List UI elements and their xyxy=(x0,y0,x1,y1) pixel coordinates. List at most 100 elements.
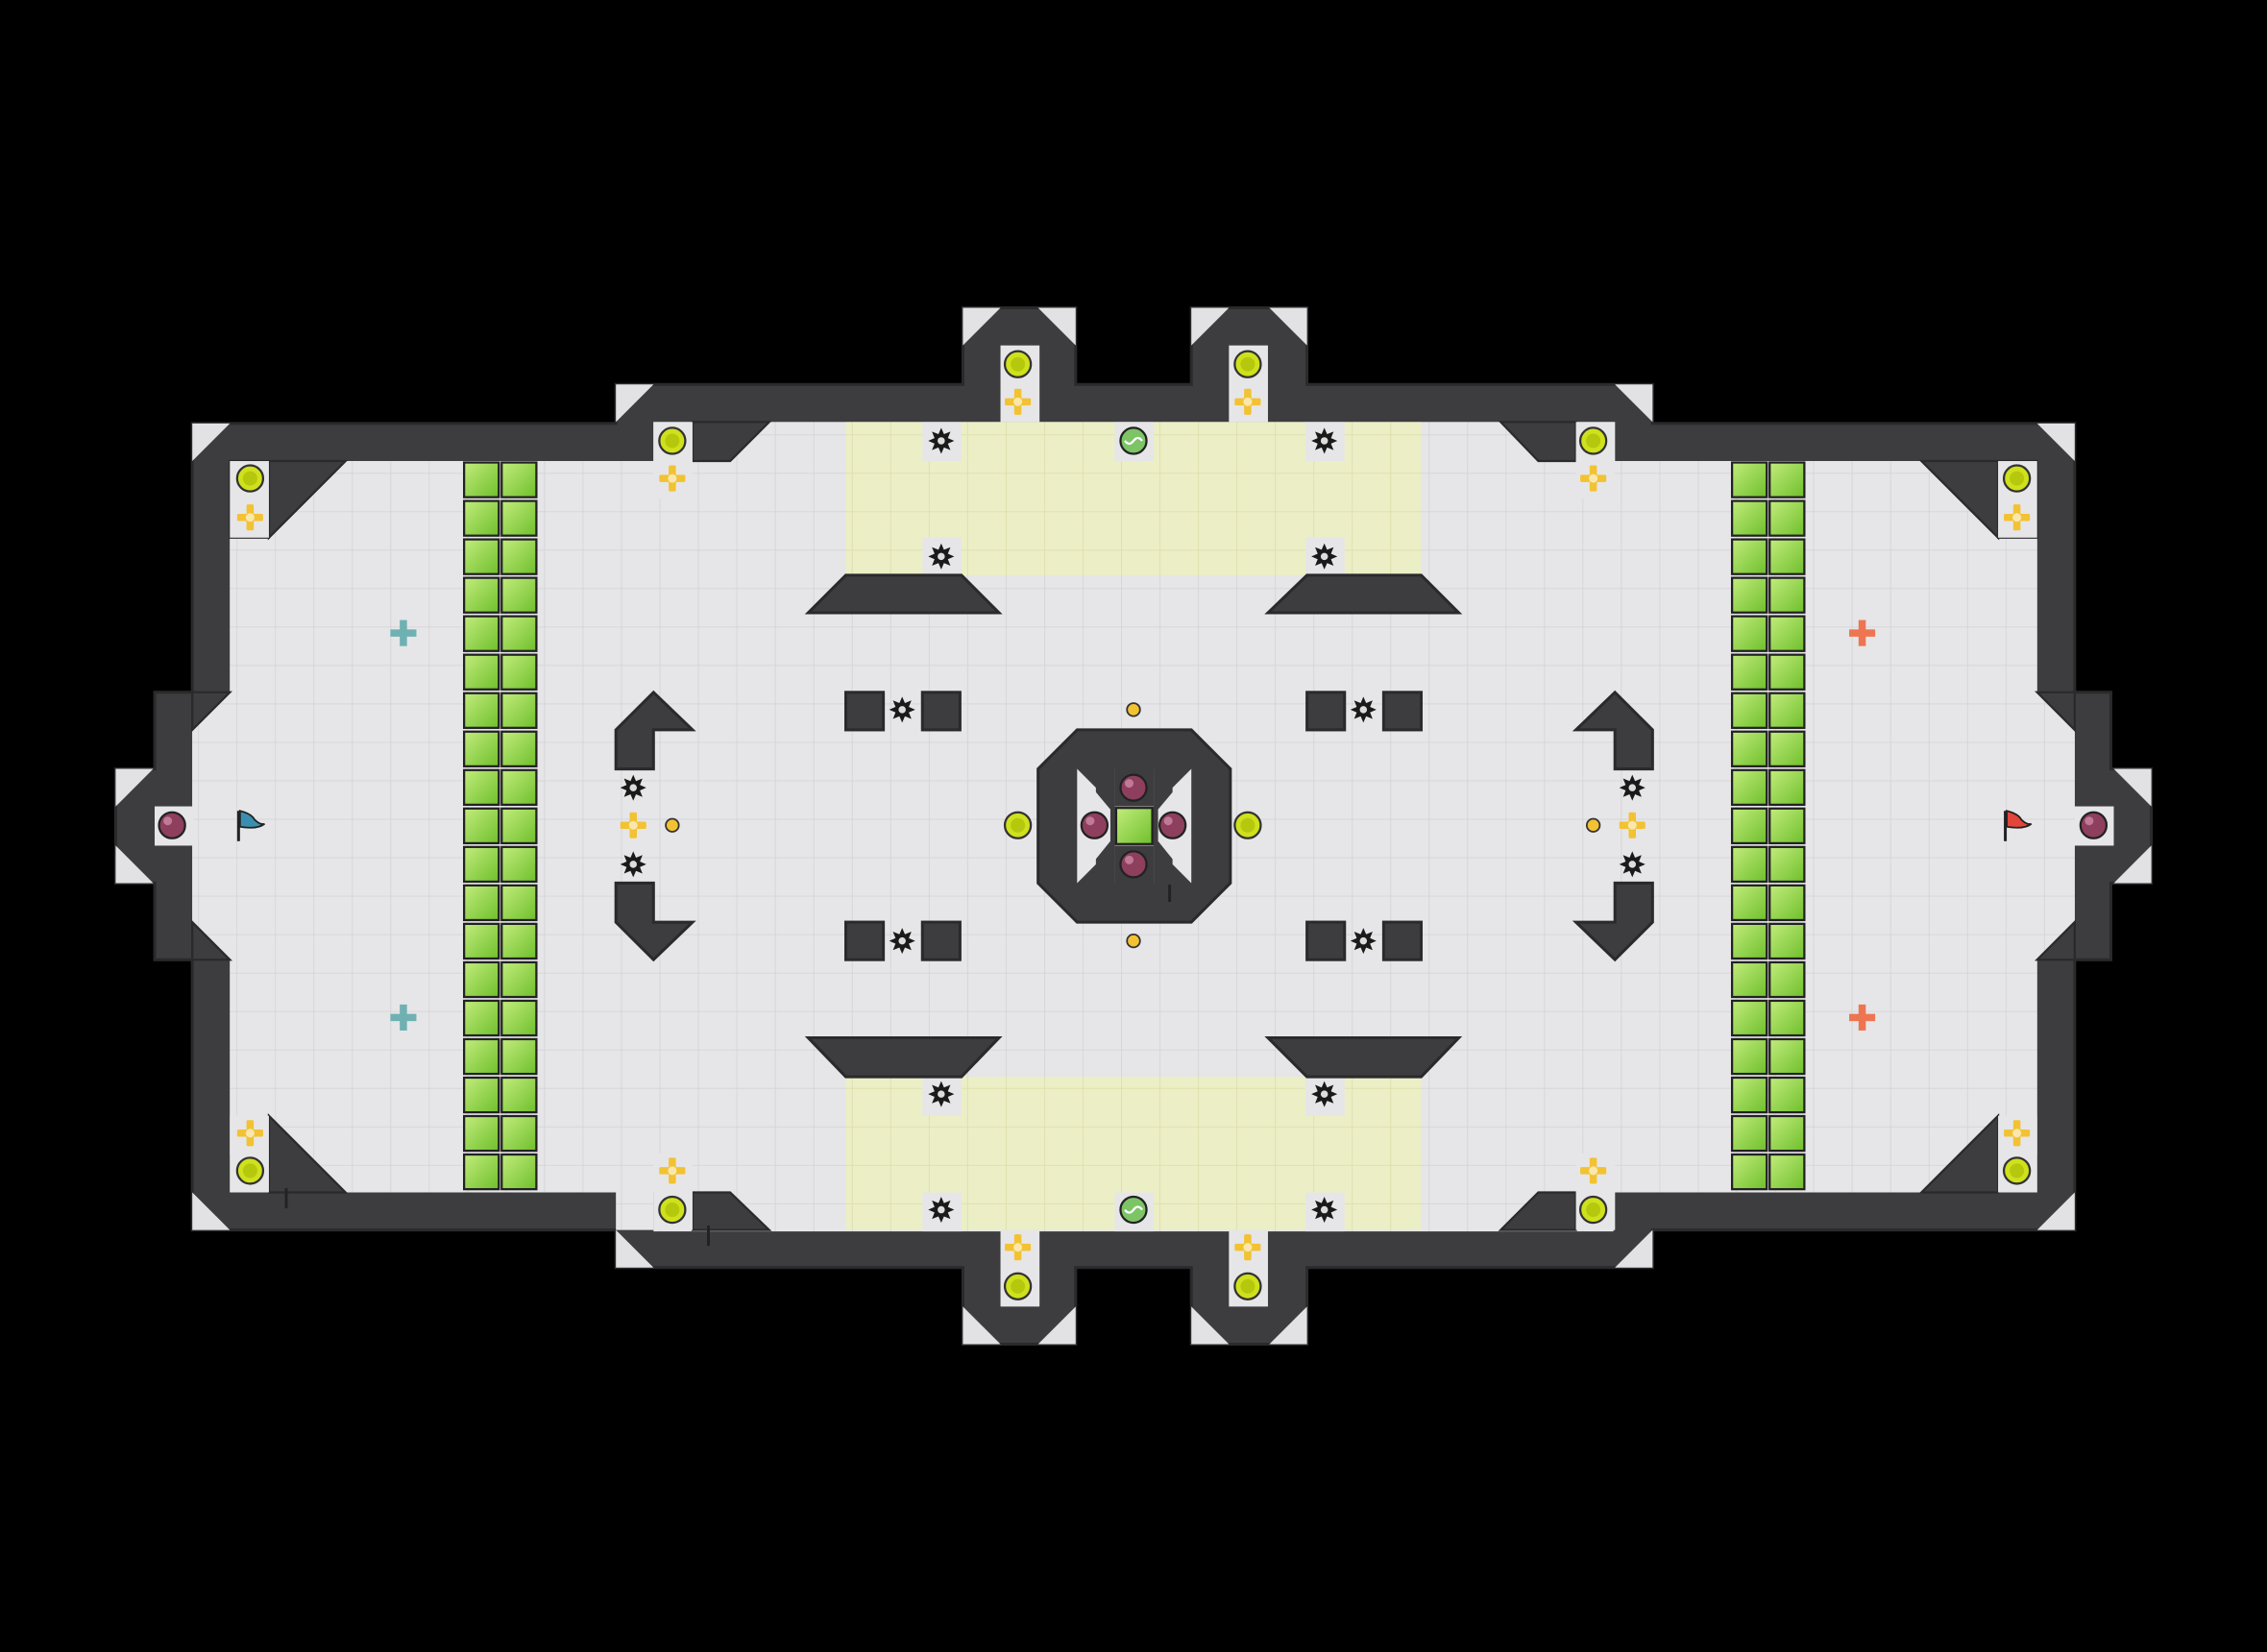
powerup-icon xyxy=(1005,388,1032,415)
boost-icon xyxy=(1233,1272,1262,1300)
bomb-icon xyxy=(1080,811,1109,839)
green-block xyxy=(500,922,538,960)
spike-icon xyxy=(928,1196,955,1224)
powerup-icon xyxy=(1005,1234,1032,1261)
green-block xyxy=(1730,884,1768,922)
spike-icon xyxy=(620,774,646,801)
green-block xyxy=(463,884,500,922)
green-block xyxy=(500,461,538,498)
green-block xyxy=(1730,1114,1768,1153)
center-green-block xyxy=(1114,807,1154,845)
powerup-icon xyxy=(1580,1157,1607,1184)
spike-icon xyxy=(928,427,955,454)
green-block xyxy=(463,922,500,960)
side-wall-notches xyxy=(191,691,2076,961)
spike-icon xyxy=(1311,543,1338,570)
green-block xyxy=(1730,845,1768,884)
green-block xyxy=(1768,461,1806,498)
green-block xyxy=(463,730,500,767)
spike-icon xyxy=(1350,696,1377,723)
gate-marker-icon xyxy=(1126,702,1141,717)
green-block xyxy=(1768,1153,1806,1191)
powerup-icon xyxy=(1580,465,1607,492)
spike-icon xyxy=(889,696,915,723)
green-block xyxy=(1730,653,1768,691)
green-block xyxy=(1768,922,1806,960)
green-block xyxy=(1768,615,1806,652)
green-block xyxy=(463,845,500,884)
powerup-icon xyxy=(1234,388,1261,415)
green-block xyxy=(1730,615,1768,652)
bomb-icon xyxy=(1119,773,1148,802)
green-block xyxy=(463,960,500,999)
spike-icon xyxy=(1311,427,1338,454)
green-block xyxy=(500,538,538,575)
green-block xyxy=(500,730,538,767)
green-block xyxy=(1730,922,1768,960)
flag-icon[interactable] xyxy=(2004,810,2033,841)
flag-icon[interactable] xyxy=(236,810,265,841)
spawn-marker-icon xyxy=(1849,620,1876,646)
boost-icon xyxy=(1233,811,1262,839)
green-block xyxy=(500,884,538,922)
green-block xyxy=(463,692,500,729)
boost-icon xyxy=(1578,1195,1608,1225)
green-block xyxy=(1730,1153,1768,1191)
green-block xyxy=(1730,999,1768,1037)
green-block xyxy=(463,1114,500,1153)
green-block xyxy=(463,807,500,845)
green-block xyxy=(1768,1037,1806,1076)
boost-icon xyxy=(2002,464,2032,493)
green-block xyxy=(463,1153,500,1191)
wall-marks xyxy=(284,884,1172,1247)
green-block xyxy=(1730,538,1768,575)
boost-icon xyxy=(1003,1272,1033,1300)
gate-marker-icon xyxy=(665,817,680,833)
powerup-icon xyxy=(1234,1234,1261,1261)
bomb-icon xyxy=(2079,811,2109,839)
gate-marker-icon xyxy=(1585,817,1601,833)
spawn-marker-icon xyxy=(1849,1004,1876,1031)
spike-icon xyxy=(1619,851,1645,878)
green-block xyxy=(500,653,538,691)
spike-icon xyxy=(1311,1081,1338,1107)
gate-block xyxy=(843,691,886,732)
icons-layer xyxy=(158,350,2109,1300)
green-block xyxy=(1768,1114,1806,1153)
green-block xyxy=(1768,999,1806,1037)
green-block xyxy=(463,615,500,652)
green-block xyxy=(463,999,500,1037)
green-block xyxy=(1768,845,1806,884)
gate-marker-icon xyxy=(1126,933,1141,949)
powerup-icon xyxy=(236,1120,263,1147)
bomb-icon xyxy=(158,811,186,839)
bomb-icon xyxy=(1119,850,1148,879)
green-block xyxy=(463,461,500,498)
green-block xyxy=(1768,730,1806,767)
green-block xyxy=(463,653,500,691)
powerup-icon xyxy=(2004,504,2031,531)
powerup-icon xyxy=(2004,1120,2031,1147)
green-block xyxy=(500,1037,538,1076)
spike-icon xyxy=(928,1081,955,1107)
green-block xyxy=(500,499,538,537)
green-block xyxy=(1768,807,1806,845)
green-block xyxy=(1730,576,1768,614)
powerup-icon xyxy=(659,1157,686,1184)
green-block xyxy=(500,1153,538,1191)
powerup-icon xyxy=(236,504,263,531)
green-block xyxy=(500,845,538,884)
green-block xyxy=(500,692,538,729)
spike-icon xyxy=(889,928,915,955)
gate-block xyxy=(843,920,886,961)
green-block xyxy=(463,1037,500,1076)
green-block xyxy=(463,576,500,614)
boost-icon xyxy=(1578,426,1608,455)
green-block xyxy=(1730,692,1768,729)
green-block xyxy=(1730,461,1768,498)
green-block xyxy=(1730,499,1768,537)
boost-icon xyxy=(658,1195,687,1225)
green-block xyxy=(500,1076,538,1114)
spike-icon xyxy=(928,543,955,570)
